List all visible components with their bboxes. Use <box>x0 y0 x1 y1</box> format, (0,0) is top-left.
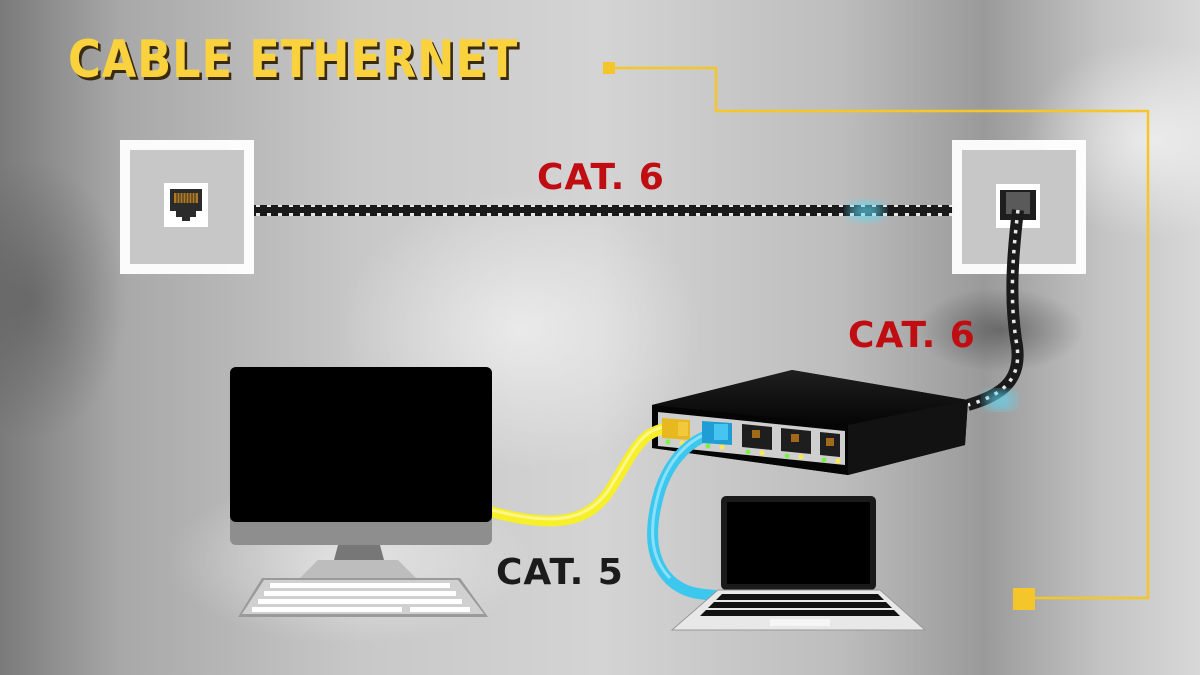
diagram-title: CABLE ETHERNET <box>68 30 519 90</box>
cat5-yellow-cable <box>486 418 690 527</box>
callout-connector <box>603 62 1150 610</box>
keyboard-icon <box>238 578 488 617</box>
switch-ports <box>742 424 840 457</box>
desktop-computer <box>230 367 492 617</box>
label-cat5: CAT. 5 <box>496 552 624 593</box>
label-cat6-wall: CAT. 6 <box>537 157 665 198</box>
label-cat6-uplink: CAT. 6 <box>848 315 976 356</box>
wall-jack-left <box>120 140 254 274</box>
cat6-wall-cable <box>254 201 954 221</box>
network-switch <box>652 370 968 475</box>
laptop <box>670 496 927 631</box>
laptop-keyboard-icon <box>700 594 900 616</box>
cat5-blue-cable <box>647 421 732 602</box>
cat6-uplink-cable <box>966 209 1024 411</box>
